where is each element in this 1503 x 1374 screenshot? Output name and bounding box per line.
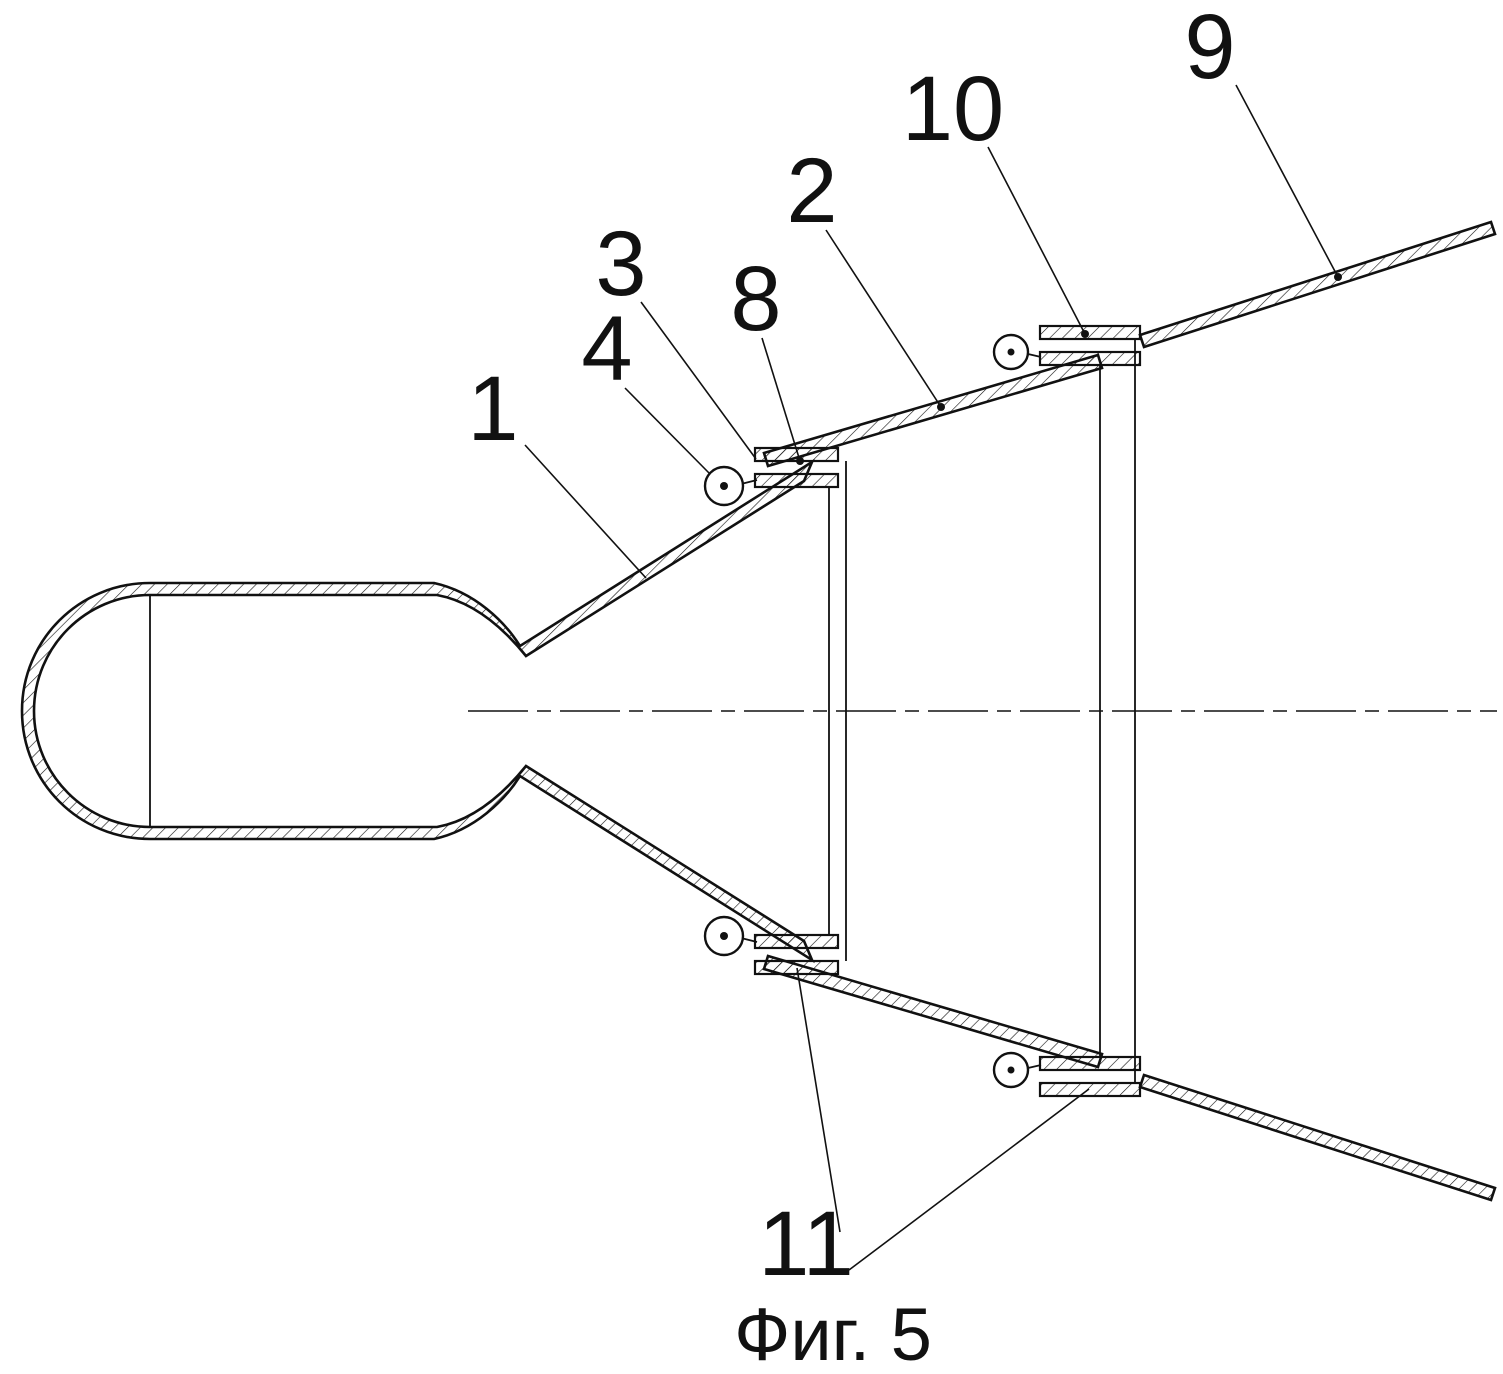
callout-8: 8 — [730, 248, 804, 465]
leader-dot-8 — [796, 457, 804, 465]
upper-joint-1 — [703, 446, 840, 507]
joint-ring-projection-lines — [828, 339, 1136, 1083]
joint1-lower-roller-axle — [720, 932, 728, 940]
label-9: 9 — [1184, 0, 1235, 98]
callout-11: 11 — [758, 967, 1090, 1295]
lower-joint-1 — [703, 915, 840, 976]
leader-line-4 — [624, 387, 711, 475]
label-4: 4 — [581, 298, 632, 400]
joint2-upper-roller-axle — [1007, 348, 1015, 356]
callout-2: 2 — [786, 140, 945, 411]
leader-line-2 — [825, 229, 942, 408]
joint2-lower-flange-inner — [1038, 1055, 1142, 1072]
joint1-lower-flange-inner — [753, 933, 840, 950]
leader-line-1 — [524, 444, 647, 579]
label-3: 3 — [595, 213, 646, 315]
lower-joint-2 — [992, 1051, 1142, 1098]
leader-line-11a — [796, 967, 841, 1233]
label-8: 8 — [730, 248, 781, 350]
leader-dot-10 — [1081, 330, 1089, 338]
leader-dot-2 — [937, 403, 945, 411]
callout-4: 4 — [581, 298, 711, 475]
joint2-lower-flange-outer — [1038, 1081, 1142, 1098]
leader-dot-9 — [1334, 273, 1342, 281]
joint2-lower-roller-axle — [1007, 1066, 1015, 1074]
leader-line-3 — [640, 301, 757, 460]
joint1-upper-roller-axle — [720, 482, 728, 490]
label-10: 10 — [902, 58, 1004, 160]
upper-joint-2 — [992, 324, 1142, 371]
extension-9-upper-wall — [1138, 220, 1497, 349]
extension-9-lower-wall — [1138, 1073, 1497, 1202]
callout-3: 3 — [595, 213, 757, 460]
callout-9: 9 — [1184, 0, 1342, 281]
leader-line-10 — [987, 146, 1086, 335]
joint1-lower-flange-outer — [753, 959, 840, 976]
label-1: 1 — [467, 358, 518, 460]
callout-10: 10 — [902, 58, 1089, 338]
joint2-upper-flange-outer — [1038, 324, 1142, 341]
leader-line-11b — [848, 1088, 1090, 1271]
label-11: 11 — [758, 1193, 854, 1295]
figure-caption: Фиг. 5 — [734, 1293, 932, 1374]
label-2: 2 — [786, 140, 837, 242]
joint2-lower-roller-stem — [1027, 1064, 1042, 1069]
nozzle-extension-9 — [1138, 220, 1497, 1202]
leader-line-9 — [1235, 84, 1339, 278]
callouts: 1 3 4 8 2 10 9 — [467, 0, 1342, 1295]
joint2-upper-roller-stem — [1027, 353, 1042, 358]
joint2-upper-flange-inner — [1038, 350, 1142, 367]
leader-line-8 — [761, 337, 801, 462]
joint1-upper-flange-inner — [753, 472, 840, 489]
callout-1: 1 — [467, 358, 647, 579]
